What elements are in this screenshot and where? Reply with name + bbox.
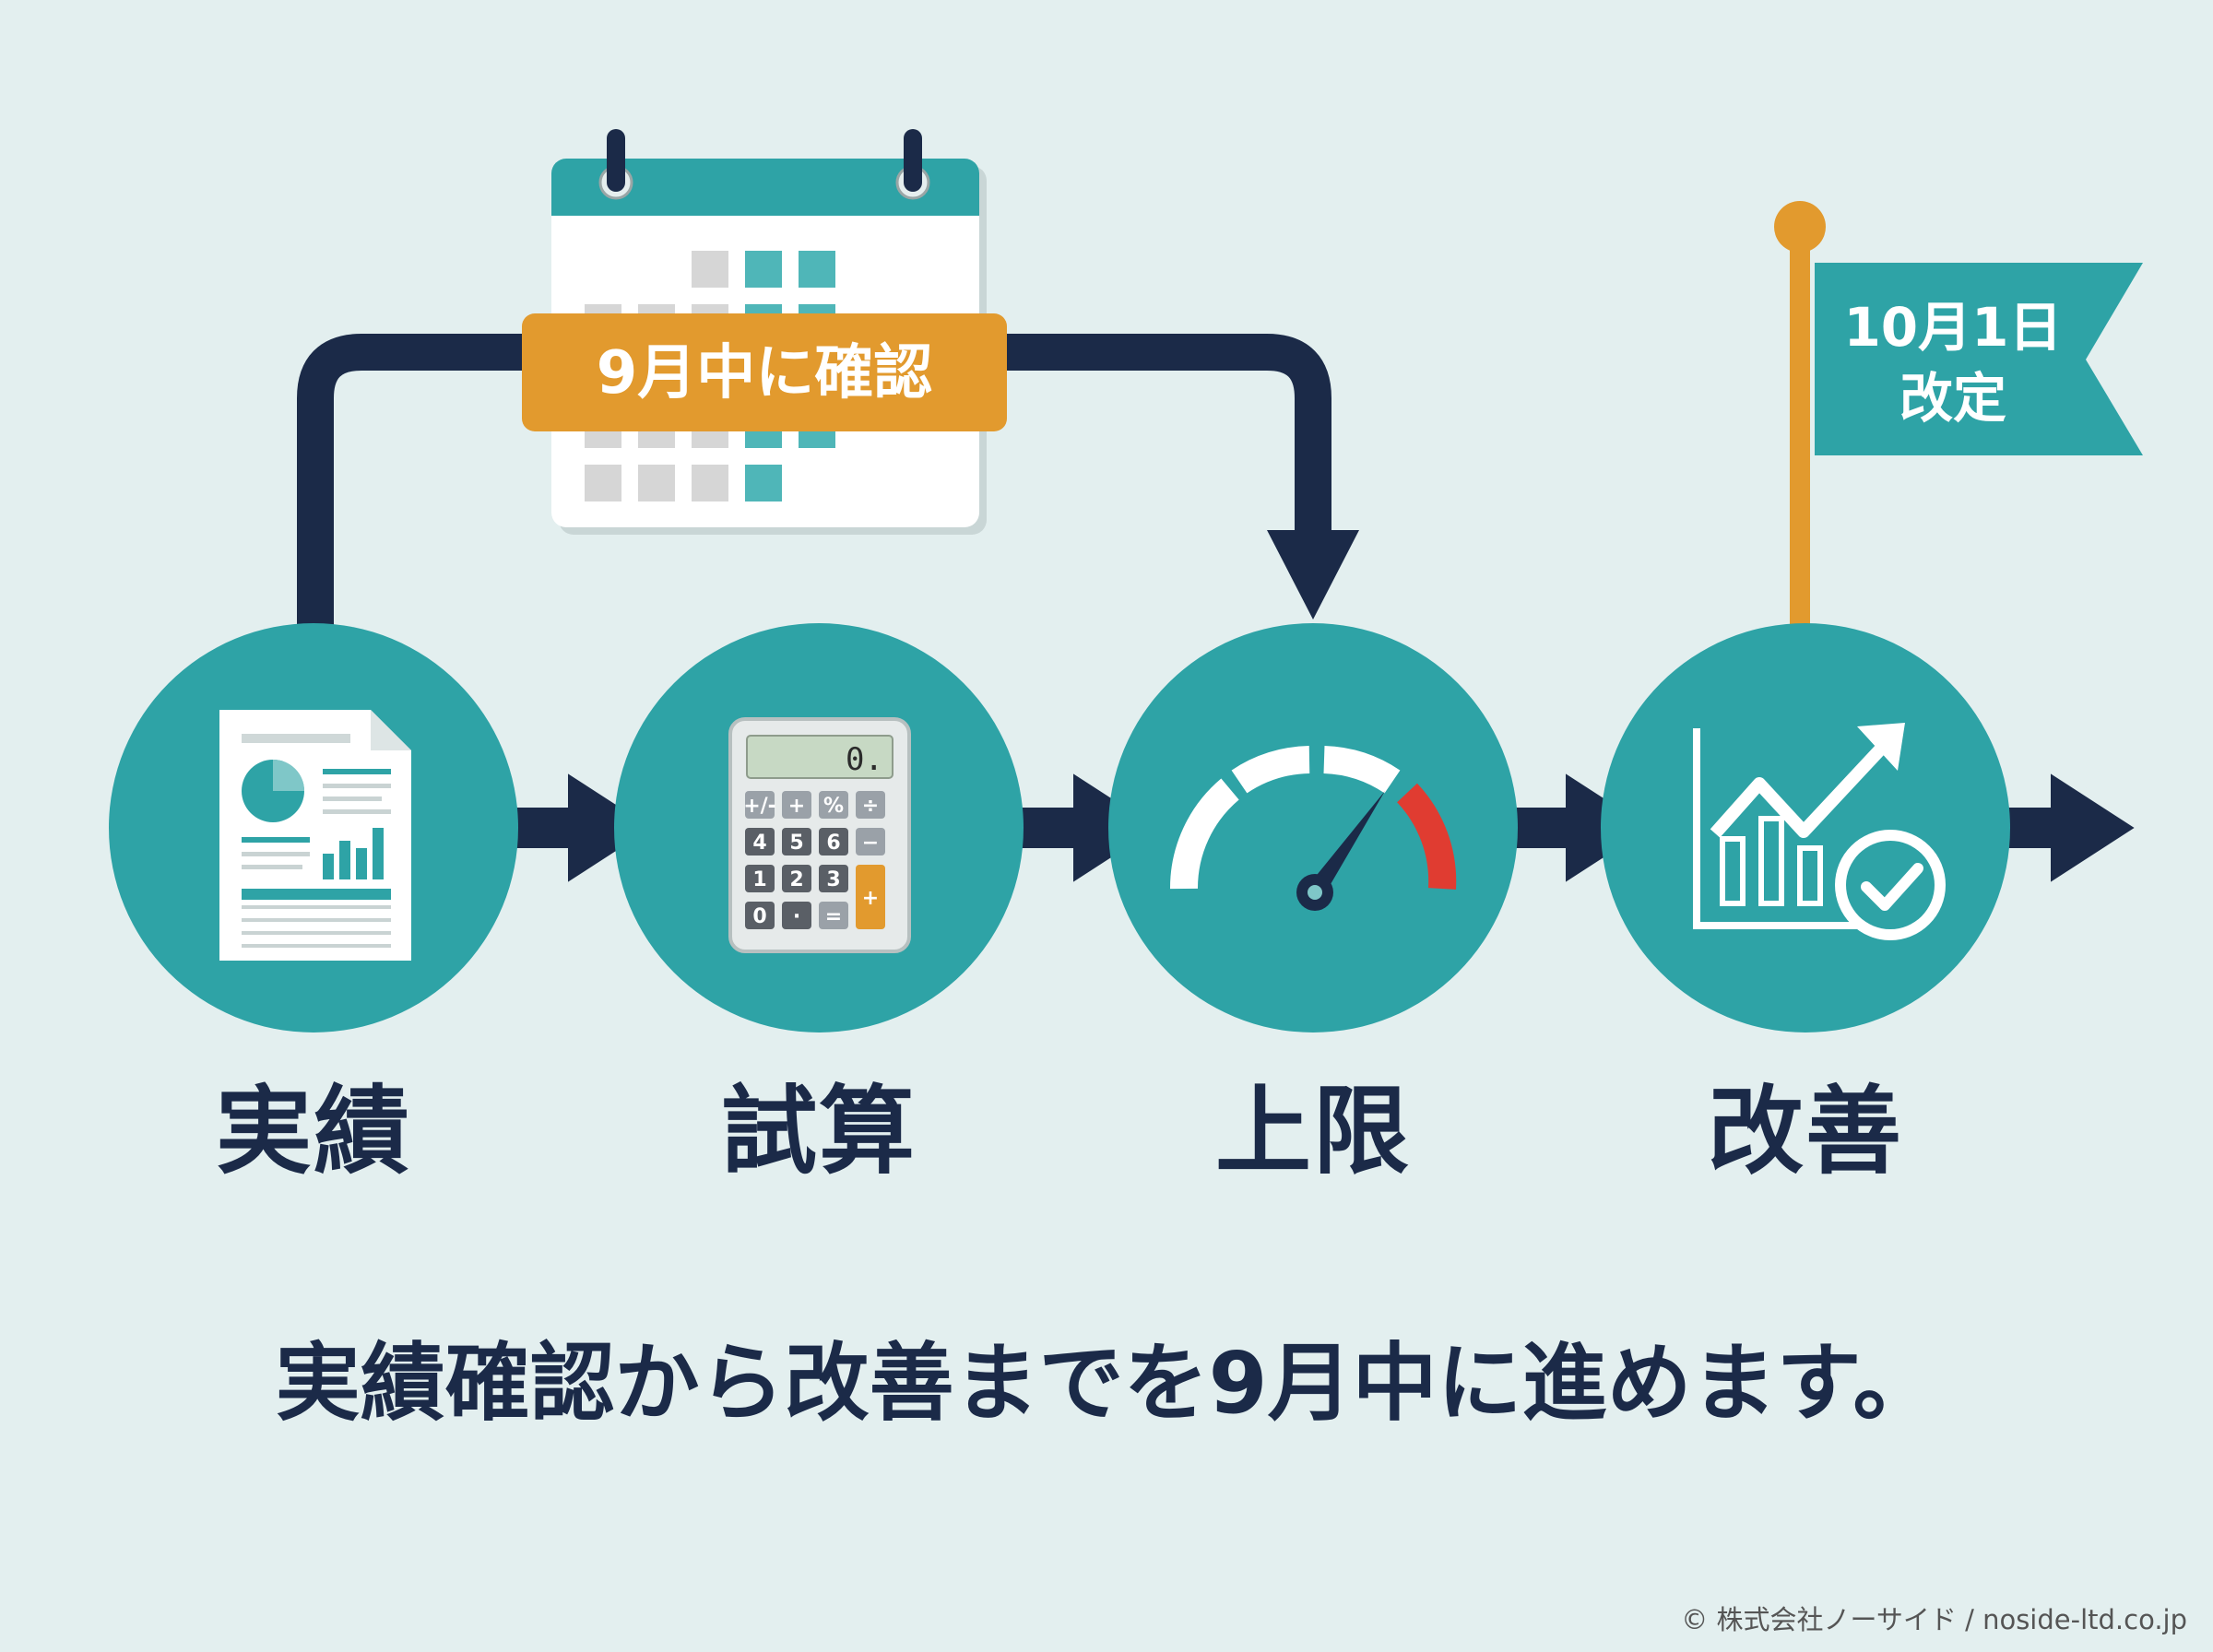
check-label-text: 9月中に確認 — [597, 339, 933, 407]
calculator-key — [819, 791, 848, 819]
growth-chart-icon — [1693, 723, 1946, 940]
calculator-key-label: + — [788, 795, 805, 818]
calculator-key — [745, 828, 775, 856]
calendar-day — [692, 465, 728, 502]
copyright: © 株式会社ノーサイド / noside-ltd.co.jp — [1681, 1604, 2187, 1635]
calculator-key-label: ÷ — [862, 795, 879, 818]
calculator-key — [782, 791, 811, 819]
step-label-2: 試算 — [720, 1075, 917, 1187]
calculator-key — [856, 828, 885, 856]
calculator-key — [856, 791, 885, 819]
flag-label-line2: 改定 — [1899, 367, 2006, 430]
calculator-display: 0. — [846, 741, 883, 778]
report-icon — [219, 710, 411, 961]
flag-icon: 10月1日 改定 — [1774, 201, 2143, 627]
calendar-day — [638, 465, 675, 502]
step-circle-3 — [1108, 623, 1518, 1032]
step-label-1: 実績 — [215, 1075, 411, 1187]
calendar-day — [692, 251, 728, 288]
calculator-key — [745, 865, 775, 892]
calculator-key-label: − — [862, 832, 879, 855]
step-label-3: 上限 — [1214, 1075, 1411, 1187]
calendar-day — [799, 251, 835, 288]
arrow-4 — [1990, 760, 2148, 896]
calculator-key-label: 5 — [789, 832, 803, 855]
calculator-key-label: · — [793, 905, 800, 928]
gauge-icon — [1169, 746, 1457, 911]
calculator-key — [782, 865, 811, 892]
calculator-key — [782, 902, 811, 929]
step-label-4: 改善 — [1707, 1075, 1903, 1187]
calendar-day — [585, 465, 621, 502]
calculator-key-label: + — [862, 887, 879, 910]
calculator-key-label: 0 — [752, 905, 766, 928]
caption: 実績確認から改善までを9月中に進めます。 — [275, 1334, 1938, 1433]
calculator-key-label: % — [823, 795, 844, 818]
check-label-box: 9月中に確認 — [522, 313, 1007, 431]
calculator-key-label: 4 — [752, 832, 766, 855]
calculator-key-label: 2 — [789, 868, 803, 891]
calculator-key — [819, 828, 848, 856]
calculator-key-label: +/- — [743, 795, 776, 818]
calculator-key-label: 6 — [826, 832, 840, 855]
calculator-key — [745, 902, 775, 929]
calculator-key — [819, 865, 848, 892]
calculator-key-label: 1 — [752, 868, 766, 891]
calculator-key-label: = — [825, 905, 842, 928]
calculator-key-label: 3 — [826, 868, 840, 891]
calendar-day — [745, 465, 782, 502]
calculator-key — [856, 865, 885, 929]
flag-label-line1: 10月1日 — [1843, 296, 2062, 359]
calculator-key — [782, 828, 811, 856]
calculator-key — [819, 902, 848, 929]
calendar-day — [745, 251, 782, 288]
calculator-key — [745, 791, 775, 819]
